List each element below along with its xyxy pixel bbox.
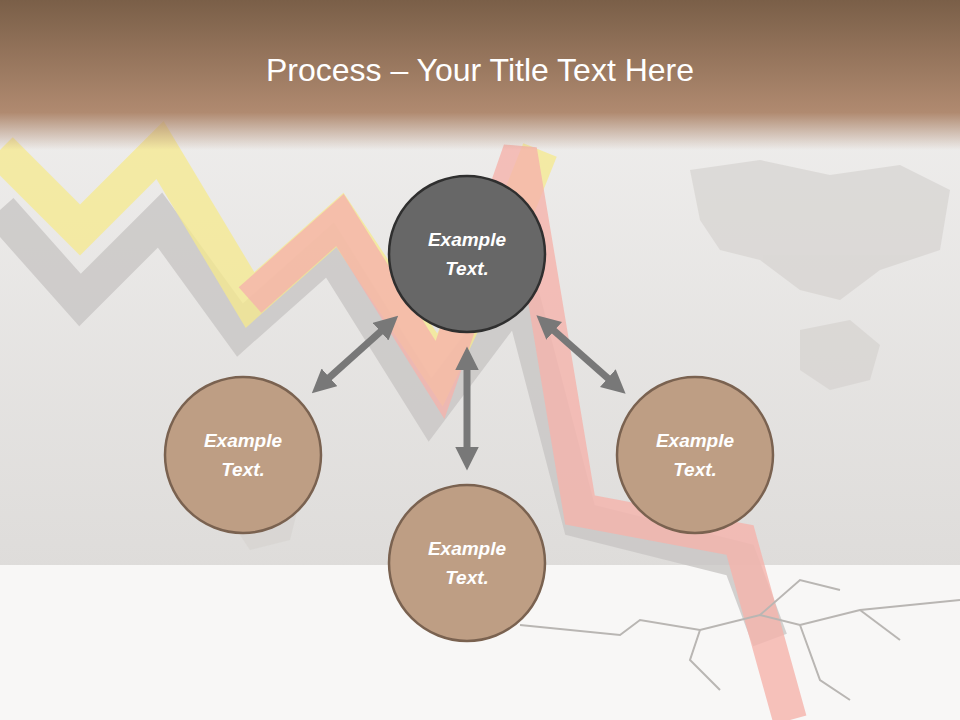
process-circle: Example Text.	[615, 375, 775, 535]
node-label: Example Text.	[412, 225, 522, 283]
circle-content: Example Text.	[615, 375, 775, 535]
circle-shape	[617, 377, 773, 533]
wall	[0, 0, 960, 570]
double-arrow	[464, 356, 471, 461]
chart-arrows	[0, 150, 790, 720]
node-label: Example Text.	[188, 426, 298, 484]
node-label: Example Text.	[640, 426, 750, 484]
circle-outline	[163, 375, 323, 535]
circle-shape	[389, 485, 545, 641]
circle-content: Example Text.	[387, 174, 547, 334]
slide-title: Process – Your Title Text Here	[0, 52, 960, 89]
circle-outline	[387, 483, 547, 643]
double-arrow	[544, 321, 619, 387]
double-arrow	[319, 322, 391, 387]
title-band	[0, 0, 960, 150]
circle-content: Example Text.	[163, 375, 323, 535]
circle-shape	[165, 377, 321, 533]
floor-cracks	[520, 580, 960, 700]
circle-outline	[387, 174, 547, 334]
process-circle: Example Text.	[387, 483, 547, 643]
circle-content: Example Text.	[387, 483, 547, 643]
node-label: Example Text.	[412, 534, 522, 592]
circle-outline	[615, 375, 775, 535]
process-circle: Example Text.	[163, 375, 323, 535]
circle-shape	[389, 176, 545, 332]
process-circle: Example Text.	[387, 174, 547, 334]
